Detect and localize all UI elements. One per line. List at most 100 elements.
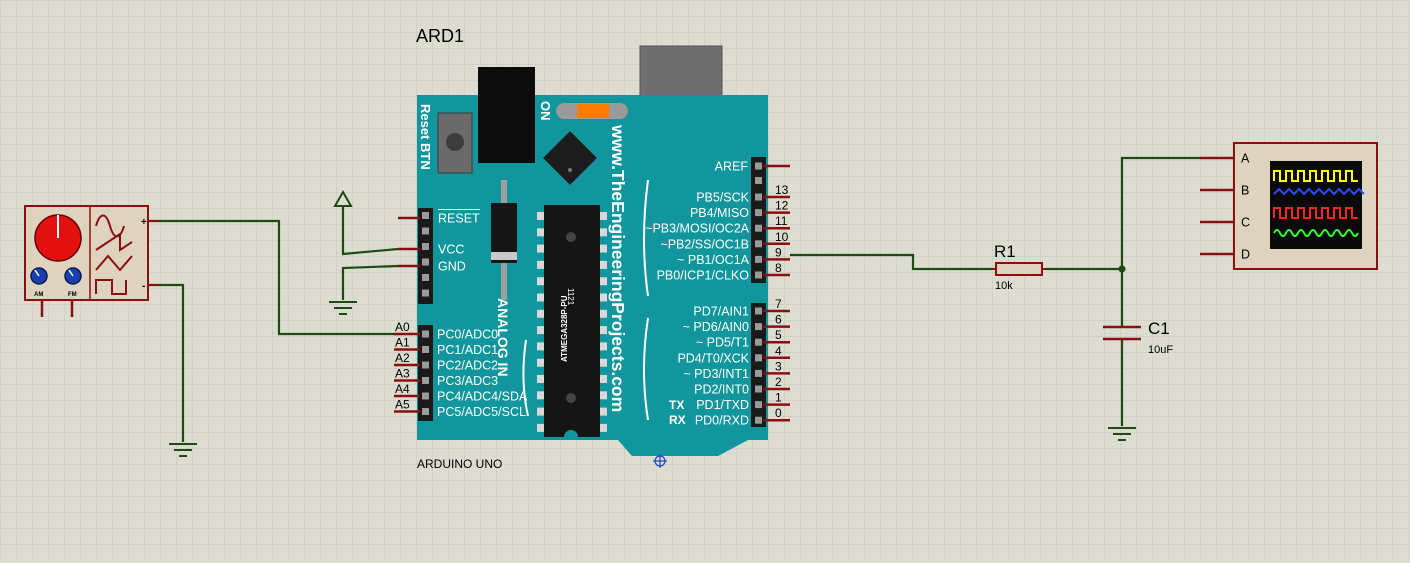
wire-siggen-plus-to-a0 xyxy=(148,219,398,336)
analog-brace xyxy=(522,339,529,417)
pin-vcc[interactable]: VCC xyxy=(398,243,464,257)
scope-trace-a xyxy=(1273,170,1358,182)
scope-channel-b[interactable]: B xyxy=(1200,184,1249,198)
pin-d5[interactable]: 5~ PD5/T1 xyxy=(696,328,790,350)
chip-pin xyxy=(537,228,545,237)
digital-brace-lower xyxy=(643,317,649,421)
channel-label: D xyxy=(1241,248,1250,262)
pin-number: A5 xyxy=(395,398,410,412)
pin-d6[interactable]: 6~ PD6/AIN0 xyxy=(683,313,790,335)
reset-button[interactable] xyxy=(437,112,473,174)
header-hole xyxy=(755,385,762,393)
power-terminal[interactable] xyxy=(333,189,353,207)
chip-pin xyxy=(599,293,607,302)
pin-number: 6 xyxy=(775,313,782,327)
pin-label: PC4/ADC4/SDA xyxy=(437,390,528,404)
wire-node-to-scope-a xyxy=(1120,156,1200,269)
digital-header-low xyxy=(751,303,766,427)
am-knob[interactable] xyxy=(30,267,48,285)
atmega-chip xyxy=(537,205,607,437)
chip-pin xyxy=(599,228,607,237)
ground-symbol-siggen[interactable] xyxy=(169,443,197,457)
pin-label: ~PB2/SS/OC1B xyxy=(660,237,749,251)
pin-number: 10 xyxy=(775,230,789,244)
chip-pin xyxy=(537,391,545,400)
pin-d10[interactable]: 10 ~PB2/SS/OC1B xyxy=(660,230,790,252)
chip-pin xyxy=(537,342,545,351)
pin-aref[interactable]: AREF xyxy=(715,160,790,174)
pin-gnd[interactable]: GND xyxy=(398,260,466,274)
arduino-uno[interactable]: Reset BTN ON www.TheEngineeringProjects.… xyxy=(394,45,790,456)
scope-channel-c[interactable]: C xyxy=(1200,216,1250,230)
ground-symbol-capacitor[interactable] xyxy=(1108,427,1136,441)
header-hole xyxy=(755,354,762,362)
header-hole xyxy=(755,369,762,377)
oscilloscope[interactable]: A B C D xyxy=(1200,142,1378,270)
header-hole xyxy=(755,177,762,184)
header-hole xyxy=(755,255,762,263)
frequency-knob[interactable] xyxy=(34,214,82,262)
pin-number: 12 xyxy=(775,199,789,213)
pin-number: 13 xyxy=(775,183,789,197)
pin-label: PB0/ICP1/CLKO xyxy=(657,269,750,283)
chip-pin xyxy=(599,244,607,253)
chip-pin xyxy=(599,375,607,383)
digital-header-high xyxy=(751,157,766,283)
wire-vcc-to-power xyxy=(341,206,399,256)
pin-label: GND xyxy=(438,260,466,274)
pin-number: 1 xyxy=(775,391,782,405)
header-hole xyxy=(755,209,762,217)
pin-label: RESET xyxy=(438,212,480,226)
pin-number: 4 xyxy=(775,344,782,358)
fm-knob[interactable] xyxy=(64,267,82,285)
pin-number: 11 xyxy=(775,214,788,228)
pin-label: VCC xyxy=(438,243,464,257)
origin-marker xyxy=(653,454,667,468)
header-hole xyxy=(422,212,429,219)
pin-d11[interactable]: 11~PB3/MOSI/OC2A xyxy=(645,214,790,236)
pin-reset[interactable]: RESET xyxy=(398,209,480,226)
header-hole xyxy=(755,271,762,279)
scope-channel-d[interactable]: D xyxy=(1200,248,1250,262)
chip-pin xyxy=(599,277,607,286)
arduino-ref: ARD1 xyxy=(416,26,464,46)
pin-d9[interactable]: 9~ PB1/OC1A xyxy=(677,245,790,267)
chip-pin xyxy=(537,309,545,318)
pin-label: PB5/SCK xyxy=(696,191,749,205)
power-header xyxy=(418,208,433,304)
chip-pin xyxy=(599,407,607,416)
header-hole xyxy=(755,162,762,170)
pin-d3[interactable]: 3~ PD3/INT1 xyxy=(683,359,790,381)
chip-pin xyxy=(537,244,545,253)
scope-channel-a[interactable]: A xyxy=(1200,152,1250,166)
capacitor-c1[interactable] xyxy=(1103,325,1141,341)
resistor-r1[interactable] xyxy=(992,262,1046,276)
chip-text: ATMEGA328P-PU xyxy=(560,295,569,362)
on-led xyxy=(556,103,628,119)
header-hole xyxy=(422,408,429,415)
chip-pin xyxy=(599,342,607,351)
header-hole xyxy=(755,193,762,201)
sawtooth-wave-icon xyxy=(95,232,133,252)
pin-label: PC2/ADC2 xyxy=(437,359,498,373)
ground-symbol-arduino[interactable] xyxy=(329,301,357,315)
pin-number: A0 xyxy=(395,320,410,334)
header-hole xyxy=(755,224,762,232)
